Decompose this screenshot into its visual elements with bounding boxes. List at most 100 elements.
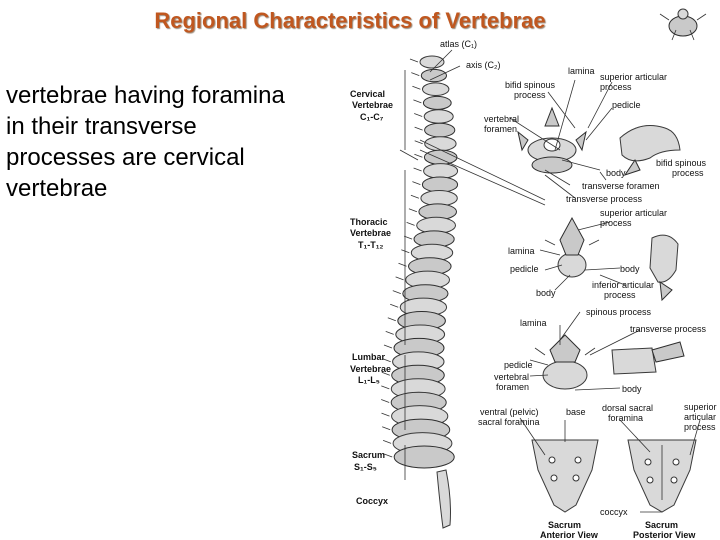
body-line: processes are cervical: [6, 144, 245, 171]
spinous-process-mark: [413, 99, 422, 104]
label-vertebral-foramen: vertebral: [484, 114, 519, 124]
cervical-vertebra-illustration: [517, 106, 587, 174]
spinous-process-mark: [406, 222, 415, 226]
label-dorsal-foramina: foramina: [608, 413, 643, 423]
lumbar-vertebra-illustration: [534, 334, 596, 390]
region-label: C₁-C₇: [360, 112, 384, 122]
label-vertebral-foramen: vertebral: [494, 372, 529, 382]
spinous-process-mark: [412, 181, 421, 185]
spine-vertebra: [423, 163, 459, 179]
label-pedicle: pedicle: [510, 264, 539, 274]
label-bifid: bifid spinous: [505, 80, 556, 90]
label-bifid: process: [672, 168, 704, 178]
vertebra-logo-icon: [659, 8, 707, 41]
label-bifid: bifid spinous: [656, 158, 707, 168]
spine-vertebra: [421, 176, 459, 193]
label-lamina: lamina: [508, 246, 535, 256]
region-label: Cervical: [350, 89, 385, 99]
spine-vertebra: [423, 149, 458, 166]
pointer-lines: [509, 79, 701, 513]
region-label: Vertebrae: [350, 364, 391, 374]
spinous-process-mark: [384, 453, 393, 458]
spine-vertebra: [424, 122, 456, 138]
spinous-process-mark: [381, 371, 390, 376]
spinous-process-mark: [410, 194, 420, 199]
thoracic-vertebra-illustration: [544, 216, 600, 278]
body-line: vertebrae having foramina: [6, 82, 285, 109]
body-line: vertebrae: [6, 175, 108, 202]
label-transverse-process: transverse process: [566, 194, 643, 204]
label-inferior-articular: inferior articular: [592, 280, 654, 290]
label-transverse-process: transverse process: [630, 324, 707, 334]
label-pedicle: pedicle: [612, 100, 641, 110]
spinous-process-mark: [414, 126, 423, 131]
region-label: S₁-S₅: [354, 462, 377, 472]
label-transverse-foramen: transverse foramen: [582, 181, 660, 191]
region-label: Thoracic: [350, 217, 388, 227]
spinous-process-mark: [390, 303, 399, 308]
region-sacrum: Sacrum S₁-S₅: [352, 450, 385, 472]
label-superior-articular: superior articular: [600, 208, 667, 218]
region-label: Sacrum: [352, 450, 385, 460]
spine-vertebra: [393, 445, 455, 469]
label-lamina: lamina: [520, 318, 547, 328]
region-label: Lumbar: [352, 352, 386, 362]
sacrum-anterior-illustration: [531, 439, 599, 513]
label-ventral-foramina: ventral (pelvic): [480, 407, 539, 417]
spinous-process-mark: [382, 440, 392, 444]
label-sacrum-posterior: Sacrum: [645, 520, 678, 530]
region-thoracic: Thoracic Vertebrae T₁-T₁₂: [350, 217, 391, 250]
label-sacrum-posterior: Posterior View: [633, 530, 696, 540]
label-atlas: atlas (C₁): [440, 39, 477, 49]
spine-column: [381, 55, 459, 529]
label-inferior-articular: process: [604, 290, 636, 300]
sacrum-posterior-illustration: [627, 439, 697, 513]
region-label: Vertebrae: [352, 100, 393, 110]
body-line: in their transverse: [6, 113, 197, 140]
spine-vertebra: [420, 68, 447, 83]
region-lumbar: Lumbar Vertebrae L₁-L₅: [350, 352, 391, 385]
spine-vertebra: [422, 95, 452, 110]
anatomy-labels: atlas (C₁) axis (C₂) lamina superior art…: [440, 39, 717, 540]
region-label: T₁-T₁₂: [358, 240, 383, 250]
label-body: body: [620, 264, 640, 274]
spinous-process-mark: [382, 358, 391, 363]
spinous-process-mark: [408, 208, 418, 213]
region-brackets: [399, 70, 419, 480]
spinous-process-mark: [395, 276, 404, 281]
spinous-process-mark: [381, 399, 390, 403]
label-base: base: [566, 407, 586, 417]
spine-vertebra: [422, 82, 450, 96]
label-vertebral-foramen: foramen: [484, 124, 517, 134]
spinous-process-mark: [414, 153, 423, 158]
label-superior-articular: superior articular: [600, 72, 667, 82]
spinous-process-mark: [382, 426, 391, 431]
region-label: L₁-L₅: [358, 375, 380, 385]
label-lamina: lamina: [568, 66, 595, 76]
body-text: vertebrae having foramina in their trans…: [6, 80, 341, 204]
spine-coccyx: [436, 469, 451, 529]
spinous-process-mark: [414, 113, 423, 117]
slide-title: Regional Characteristics of Vertebrae: [154, 8, 546, 33]
spinous-process-mark: [387, 317, 396, 322]
spine-vertebra: [424, 136, 457, 152]
label-spinous-process: spinous process: [586, 307, 652, 317]
label-superior-articular: process: [600, 82, 632, 92]
label-superior-articular: process: [684, 422, 716, 432]
label-body: body: [536, 288, 556, 298]
spine-vertebra: [419, 55, 445, 69]
spinous-process-mark: [385, 331, 394, 335]
label-coccyx: coccyx: [600, 507, 628, 517]
spine-vertebra: [423, 109, 454, 124]
label-sacrum-anterior: Anterior View: [540, 530, 599, 540]
spinous-process-mark: [383, 344, 393, 349]
cervical-vertebra-side: [619, 125, 681, 176]
spinous-process-mark: [403, 235, 413, 240]
label-pedicle: pedicle: [504, 360, 533, 370]
spinous-process-mark: [381, 385, 390, 390]
label-dorsal-foramina: dorsal sacral: [602, 403, 653, 413]
label-body: body: [622, 384, 642, 394]
region-label: Vertebrae: [350, 228, 391, 238]
label-sacrum-anterior: Sacrum: [548, 520, 581, 530]
